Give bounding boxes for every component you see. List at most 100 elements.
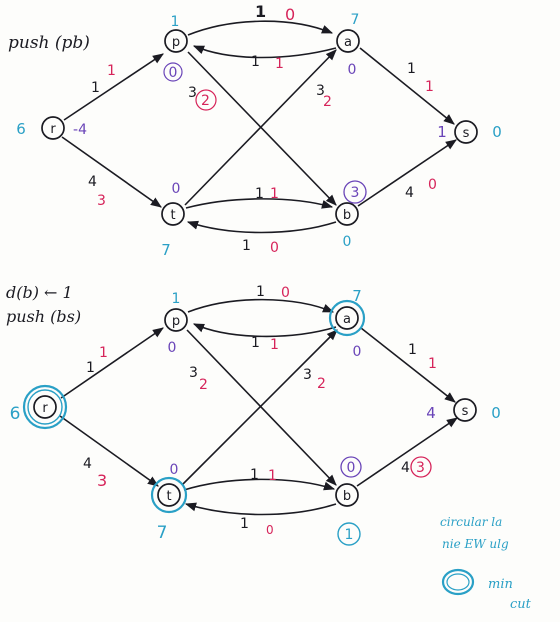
height-b: 0 xyxy=(343,234,352,250)
cap-t-a: 3 xyxy=(316,83,325,99)
node-a: a xyxy=(335,306,359,330)
edge-p-a xyxy=(187,20,334,36)
excess-p: 0 xyxy=(168,340,177,356)
node-t: t xyxy=(161,202,185,226)
diagram-top: push (pb) p a r s t xyxy=(8,2,502,259)
node-label: a xyxy=(343,312,351,327)
cap-a-p: 1 xyxy=(251,54,260,70)
height-r: 6 xyxy=(16,120,26,138)
flow-t-b: 1 xyxy=(270,186,279,202)
cap-r-p: 1 xyxy=(86,360,95,376)
cap-b-s: 4 xyxy=(405,185,414,201)
cap-b-t: 1 xyxy=(240,516,249,532)
cap-p-b: 3 xyxy=(188,85,197,101)
flow-t-a: 2 xyxy=(323,94,332,110)
height-p: 1 xyxy=(171,14,180,30)
node-label: t xyxy=(170,208,175,223)
edge-r-t xyxy=(59,415,159,487)
flow-p-a: 0 xyxy=(281,285,290,301)
flow-b-s: 0 xyxy=(428,177,437,193)
flow-b-s: 3 xyxy=(416,460,425,476)
flow-p-a: 0 xyxy=(285,5,295,24)
bottom-heading-line1: d(b) ← 1 xyxy=(6,283,73,302)
min-cut-legend-ring-inner xyxy=(446,573,470,591)
node-r: r xyxy=(33,395,57,419)
node-s: s xyxy=(453,398,477,422)
node-label: t xyxy=(166,489,171,504)
height-a: 7 xyxy=(351,12,360,28)
excess-p-highlight xyxy=(163,62,183,82)
flow-r-p: 1 xyxy=(107,63,116,79)
min-cut-ring-t xyxy=(150,476,188,514)
node-label: s xyxy=(463,126,470,141)
excess-s: 0 xyxy=(492,123,502,141)
flow-b-t: 0 xyxy=(266,523,274,537)
cap-t-b: 1 xyxy=(255,186,264,202)
node-t: t xyxy=(157,483,181,507)
flow-r-t: 3 xyxy=(97,471,107,490)
node-label: b xyxy=(343,208,351,223)
min-cut-ring-r xyxy=(22,384,68,430)
node-label: p xyxy=(172,35,180,50)
flow-p-b-highlight xyxy=(195,89,217,111)
edge-b-t xyxy=(184,502,337,516)
flow-t-b: 1 xyxy=(268,468,277,484)
height-t: 7 xyxy=(161,241,171,259)
min-cut-label-line1: min xyxy=(488,577,513,592)
edge-t-a xyxy=(184,49,337,206)
edge-b-s xyxy=(356,417,458,487)
height-t: 7 xyxy=(157,523,168,543)
excess-p: 0 xyxy=(169,65,178,81)
cap-p-b: 3 xyxy=(189,365,198,381)
diagram-bottom: d(b) ← 1 push (bs) p a r xyxy=(6,283,501,546)
edge-r-p xyxy=(63,53,164,121)
flow-t-a: 2 xyxy=(317,376,326,392)
cap-a-p: 1 xyxy=(251,335,260,351)
height-p: 1 xyxy=(172,291,181,307)
flow-a-p: 1 xyxy=(270,337,279,353)
node-s: s xyxy=(454,120,478,144)
node-label: r xyxy=(50,122,56,137)
node-a: a xyxy=(336,29,360,53)
edge-b-t xyxy=(186,220,337,234)
excess-a: 0 xyxy=(353,344,362,360)
node-label: r xyxy=(42,401,48,416)
cap-r-t: 4 xyxy=(83,456,92,472)
legend-line2: nie EW ulg xyxy=(442,537,509,551)
node-r: r xyxy=(41,116,65,140)
cap-b-t: 1 xyxy=(242,238,251,254)
flow-b-t: 0 xyxy=(270,240,279,256)
excess-t: 0 xyxy=(170,462,179,478)
edge-b-s xyxy=(357,139,457,207)
flow-a-s: 1 xyxy=(425,79,434,95)
flow-a-p: 1 xyxy=(275,56,284,72)
edge-t-b xyxy=(185,198,334,209)
min-cut-ring-r-inner xyxy=(27,389,63,425)
flow-b-s-highlight xyxy=(410,456,432,478)
height-b-highlight xyxy=(337,522,361,546)
flow-p-b: 2 xyxy=(199,377,208,393)
edge-t-b xyxy=(183,478,336,491)
excess-r: -4 xyxy=(73,122,87,138)
cap-a-s: 1 xyxy=(407,61,416,77)
bottom-heading-line2: push (bs) xyxy=(6,307,81,326)
node-p: p xyxy=(164,308,188,332)
min-cut-label-line2: cut xyxy=(510,597,532,612)
cap-b-s: 4 xyxy=(401,460,410,476)
legend-line1: circular la xyxy=(440,515,502,529)
edge-p-b xyxy=(187,51,337,206)
edge-t-a xyxy=(181,329,338,486)
top-heading: push (pb) xyxy=(8,33,90,53)
edge-r-p xyxy=(60,327,164,399)
excess-b: 3 xyxy=(351,185,360,201)
flow-a-s: 1 xyxy=(428,356,437,372)
flow-r-p: 1 xyxy=(99,345,108,361)
cap-p-a: 1 xyxy=(255,2,266,21)
legend: circular la nie EW ulg min cut xyxy=(440,515,532,612)
node-p: p xyxy=(164,29,188,53)
flow-p-b: 2 xyxy=(201,93,210,109)
edge-a-p xyxy=(192,45,337,59)
excess-b-highlight xyxy=(340,456,362,478)
